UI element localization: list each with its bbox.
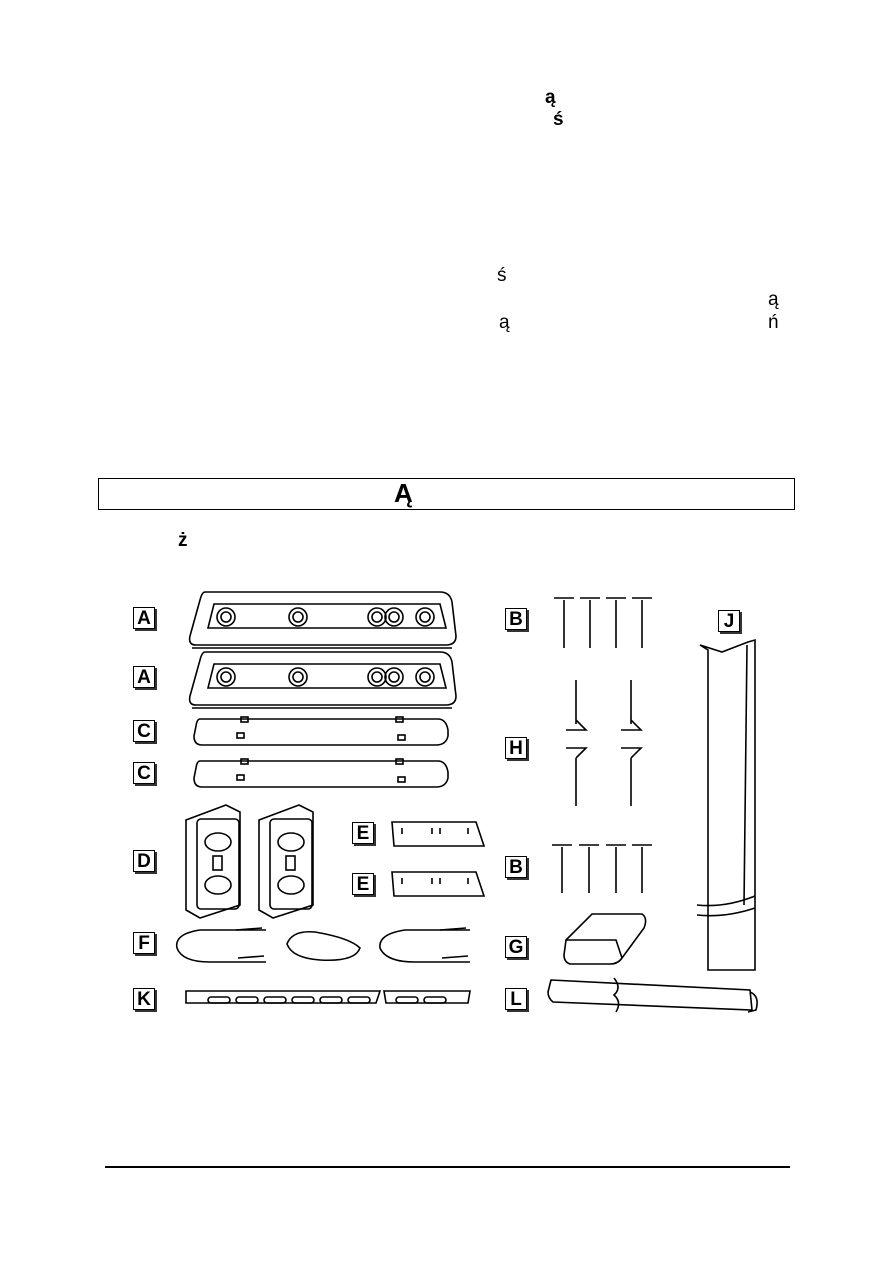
- pad-e1: [391, 821, 486, 847]
- strip-c2: [193, 758, 449, 788]
- header-glyph-s: ś: [553, 109, 564, 130]
- screws-h: [566, 680, 643, 806]
- block-g: [563, 913, 647, 965]
- section-subtitle-glyph: ż: [178, 530, 188, 551]
- part-label-a2: A: [133, 666, 155, 688]
- part-label-k: K: [133, 988, 155, 1010]
- part-label-c1: C: [133, 720, 155, 742]
- part-label-h: H: [505, 737, 527, 759]
- body-glyph-n: ń: [768, 312, 779, 333]
- body-glyph-a-left: ą: [499, 312, 510, 333]
- screws-b1: [554, 597, 652, 648]
- profile-j: [696, 638, 756, 971]
- strip-c1: [193, 716, 449, 746]
- rail-k: [185, 990, 471, 1004]
- bracket-d2: [258, 804, 314, 919]
- rail-l: [547, 977, 758, 1013]
- part-label-c2: C: [133, 762, 155, 784]
- part-label-b1: B: [505, 608, 527, 630]
- part-label-e2: E: [352, 873, 374, 895]
- part-label-g: G: [505, 936, 527, 958]
- part-label-f: F: [133, 932, 155, 954]
- body-glyph-a-right: ą: [768, 289, 779, 310]
- body-glyph-s: ś: [497, 265, 507, 286]
- bracket-d1: [185, 804, 241, 919]
- part-label-j: J: [718, 610, 740, 632]
- part-label-a1: A: [133, 607, 155, 629]
- section-title: Ą: [394, 478, 413, 508]
- part-label-d: D: [133, 850, 155, 872]
- footer-divider: [105, 1166, 790, 1168]
- part-label-e1: E: [352, 822, 374, 844]
- clip-f: [175, 927, 470, 963]
- section-heading-box: Ą: [98, 478, 795, 510]
- mounting-plate-a1: [188, 591, 457, 649]
- screws-b2: [552, 844, 652, 893]
- mounting-plate-a2: [188, 651, 457, 709]
- pad-e2: [391, 871, 486, 897]
- header-glyph-a: ą: [545, 87, 556, 108]
- part-label-l: L: [505, 988, 527, 1010]
- part-label-b2: B: [505, 856, 527, 878]
